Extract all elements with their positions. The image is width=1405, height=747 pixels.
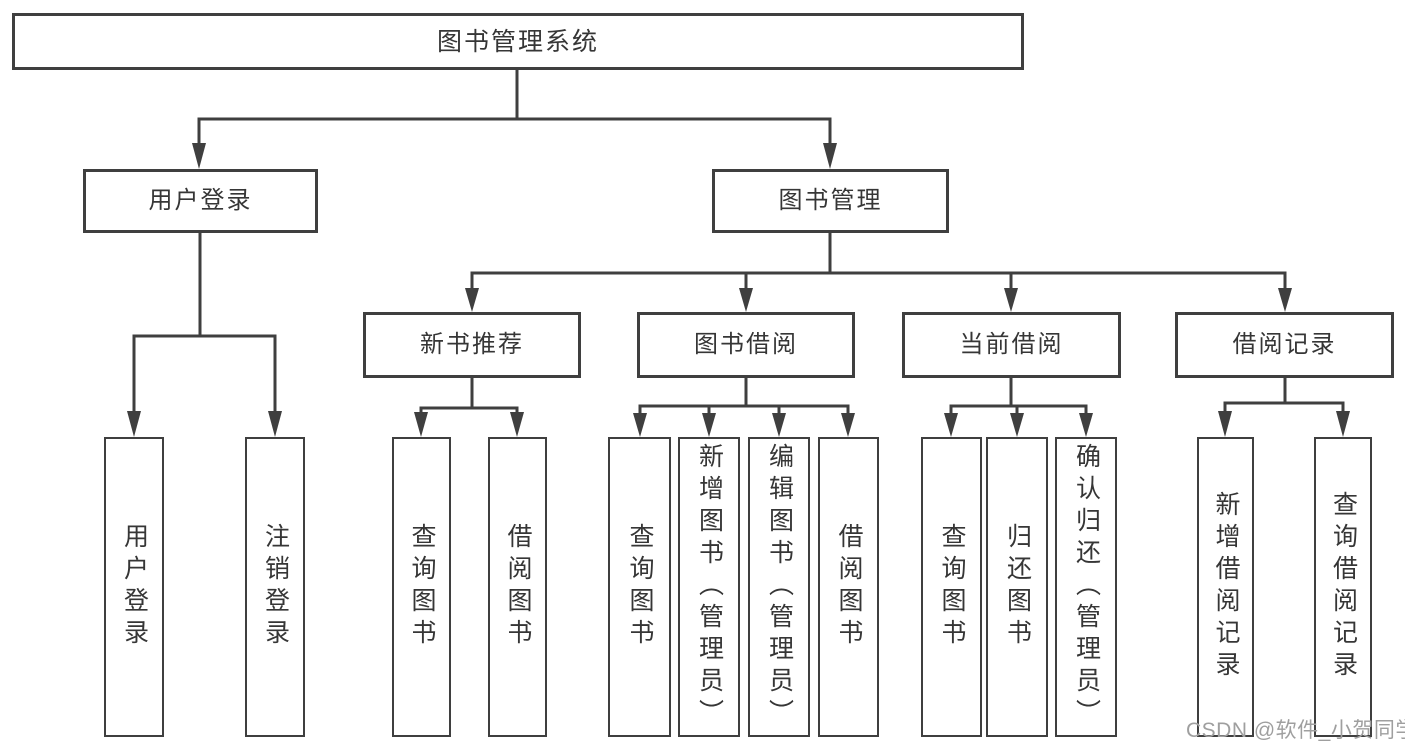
- node-borrow-add-book-admin-label: 新增图书（管理员）: [695, 443, 724, 731]
- node-records-add-record-label: 新增借阅记录: [1212, 491, 1240, 683]
- node-book-management-label: 图书管理: [778, 186, 883, 214]
- node-borrow-edit-book-admin: 编辑图书（管理员）: [748, 437, 810, 737]
- node-records-query-record-label: 查询借阅记录: [1329, 491, 1358, 683]
- node-user-login-label: 用户登录: [148, 186, 253, 214]
- node-current-return-book: 归还图书: [986, 437, 1048, 737]
- node-borrow-records-label: 借阅记录: [1232, 330, 1337, 358]
- node-current-borrow: 当前借阅: [902, 312, 1121, 378]
- node-new-book-recommend: 新书推荐: [363, 312, 581, 378]
- node-current-confirm-return-admin: 确认归还（管理员）: [1055, 437, 1117, 737]
- node-root: 图书管理系统: [12, 13, 1024, 70]
- node-recommend-query-book: 查询图书: [392, 437, 451, 737]
- node-borrow-query-book-label: 查询图书: [626, 523, 654, 651]
- node-book-borrow-label: 图书借阅: [694, 330, 798, 358]
- node-borrow-records: 借阅记录: [1175, 312, 1394, 378]
- node-borrow-add-book-admin: 新增图书（管理员）: [678, 437, 740, 737]
- node-current-borrow-label: 当前借阅: [959, 330, 1064, 358]
- node-root-label: 图书管理系统: [436, 27, 599, 56]
- node-user-login-action-label: 用户登录: [120, 523, 149, 651]
- node-borrow-edit-book-admin-label: 编辑图书（管理员）: [765, 443, 794, 731]
- node-current-query-book-label: 查询图书: [938, 523, 966, 651]
- node-book-borrow: 图书借阅: [637, 312, 855, 378]
- node-recommend-query-book-label: 查询图书: [408, 523, 436, 651]
- node-logout-action-label: 注销登录: [261, 523, 290, 651]
- node-recommend-borrow-book: 借阅图书: [488, 437, 547, 737]
- node-records-add-record: 新增借阅记录: [1197, 437, 1254, 737]
- node-borrow-borrow-book: 借阅图书: [818, 437, 879, 737]
- node-current-confirm-return-admin-label: 确认归还（管理员）: [1072, 443, 1101, 731]
- node-book-management: 图书管理: [712, 169, 949, 233]
- node-borrow-query-book: 查询图书: [608, 437, 671, 737]
- node-new-book-recommend-label: 新书推荐: [420, 330, 524, 358]
- node-user-login: 用户登录: [83, 169, 318, 233]
- node-logout-action: 注销登录: [245, 437, 305, 737]
- node-borrow-borrow-book-label: 借阅图书: [835, 523, 863, 651]
- watermark: CSDN @软件_小贺同学: [1186, 719, 1405, 742]
- node-records-query-record: 查询借阅记录: [1314, 437, 1372, 737]
- node-recommend-borrow-book-label: 借阅图书: [504, 523, 532, 651]
- node-user-login-action: 用户登录: [104, 437, 164, 737]
- node-current-return-book-label: 归还图书: [1003, 523, 1032, 651]
- node-current-query-book: 查询图书: [921, 437, 982, 737]
